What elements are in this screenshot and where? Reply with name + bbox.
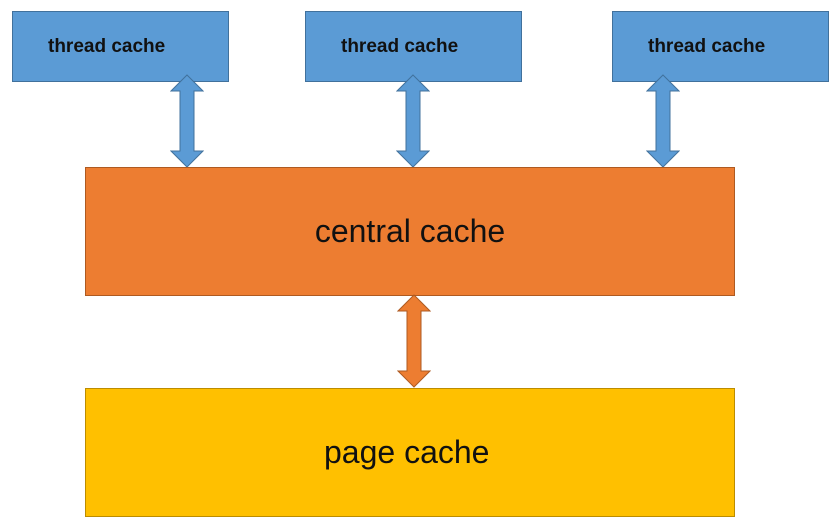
double-arrow-thread-central-2 bbox=[396, 74, 430, 168]
central-cache-label: central cache bbox=[314, 213, 506, 249]
page-cache-label: page cache bbox=[324, 434, 490, 470]
central-cache-box: central cache bbox=[85, 167, 735, 296]
thread-cache-box-3: thread cache bbox=[612, 11, 829, 82]
thread-cache-label-2: thread cache bbox=[341, 35, 459, 57]
thread-cache-box-1: thread cache bbox=[12, 11, 229, 82]
thread-cache-label-1: thread cache bbox=[48, 35, 166, 57]
thread-cache-label-3: thread cache bbox=[648, 35, 766, 57]
thread-cache-box-2: thread cache bbox=[305, 11, 522, 82]
double-arrow-central-page bbox=[397, 294, 431, 388]
double-arrow-thread-central-3 bbox=[646, 74, 680, 168]
page-cache-box: page cache bbox=[85, 388, 735, 517]
double-arrow-thread-central-1 bbox=[170, 74, 204, 168]
